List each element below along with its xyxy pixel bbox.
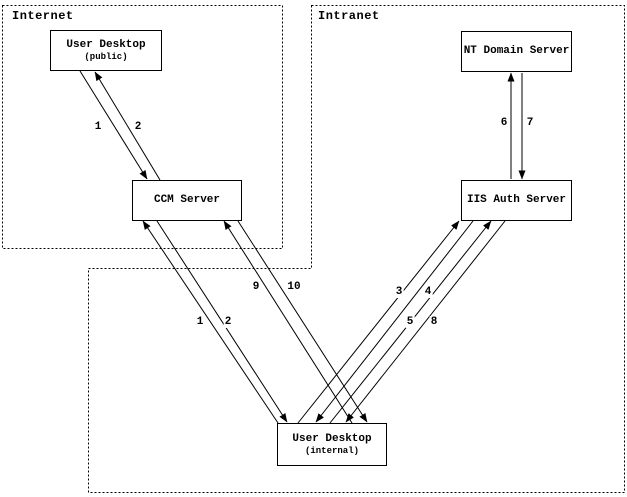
edge-line-1-user_desktop_internal-to-ccm_server bbox=[142, 220, 279, 424]
node-subtitle: (internal) bbox=[304, 446, 359, 456]
edge-label-1: 1 bbox=[195, 316, 205, 328]
edge-line-3-user_desktop_internal-to-iis_auth_server bbox=[297, 220, 460, 424]
edge-line-9-user_desktop_internal-to-ccm_server bbox=[223, 220, 353, 424]
node-title: IIS Auth Server bbox=[466, 194, 567, 206]
node-title: CCM Server bbox=[153, 194, 220, 206]
node-title: NT Domain Server bbox=[463, 45, 570, 57]
edge-label-4: 4 bbox=[423, 286, 433, 298]
edge-label-10: 10 bbox=[286, 281, 302, 293]
edge-line-10-ccm_server-to-user_desktop_internal bbox=[237, 220, 368, 423]
edge-line-2-ccm_server-to-user_desktop_internal bbox=[156, 220, 288, 423]
edge-line-8-iis_auth_server-to-user_desktop_internal bbox=[345, 220, 506, 423]
edge-label-8: 8 bbox=[429, 316, 439, 328]
zone-label-internet: Internet bbox=[12, 9, 74, 23]
edge-label-7: 7 bbox=[525, 117, 535, 129]
edge-line-2-ccm_server-to-user_desktop_public bbox=[94, 71, 161, 181]
edge-label-2: 2 bbox=[223, 316, 233, 328]
edge-line-1-user_desktop_public-to-ccm_server bbox=[79, 70, 148, 180]
node-user-desktop-internal: User Desktop (internal) bbox=[277, 423, 387, 466]
edge-label-6: 6 bbox=[499, 117, 509, 129]
node-nt-domain-server: NT Domain Server bbox=[461, 31, 572, 72]
zone-internet-outline bbox=[2, 5, 283, 249]
node-ccm-server: CCM Server bbox=[132, 180, 242, 221]
edge-label-9: 9 bbox=[251, 281, 261, 293]
zone-intranet-internal-outline bbox=[88, 5, 625, 493]
edge-label-2: 2 bbox=[133, 121, 143, 133]
edge-label-1: 1 bbox=[93, 121, 103, 133]
node-user-desktop-public: User Desktop (public) bbox=[50, 30, 162, 71]
node-title: User Desktop bbox=[292, 433, 372, 445]
node-subtitle: (public) bbox=[84, 52, 128, 62]
zone-label-intranet: Intranet bbox=[318, 9, 380, 23]
edge-label-5: 5 bbox=[405, 316, 415, 328]
edge-label-3: 3 bbox=[394, 286, 404, 298]
node-iis-auth-server: IIS Auth Server bbox=[461, 180, 572, 221]
node-title: User Desktop bbox=[66, 39, 146, 51]
edge-line-4-iis_auth_server-to-user_desktop_internal bbox=[315, 220, 474, 423]
